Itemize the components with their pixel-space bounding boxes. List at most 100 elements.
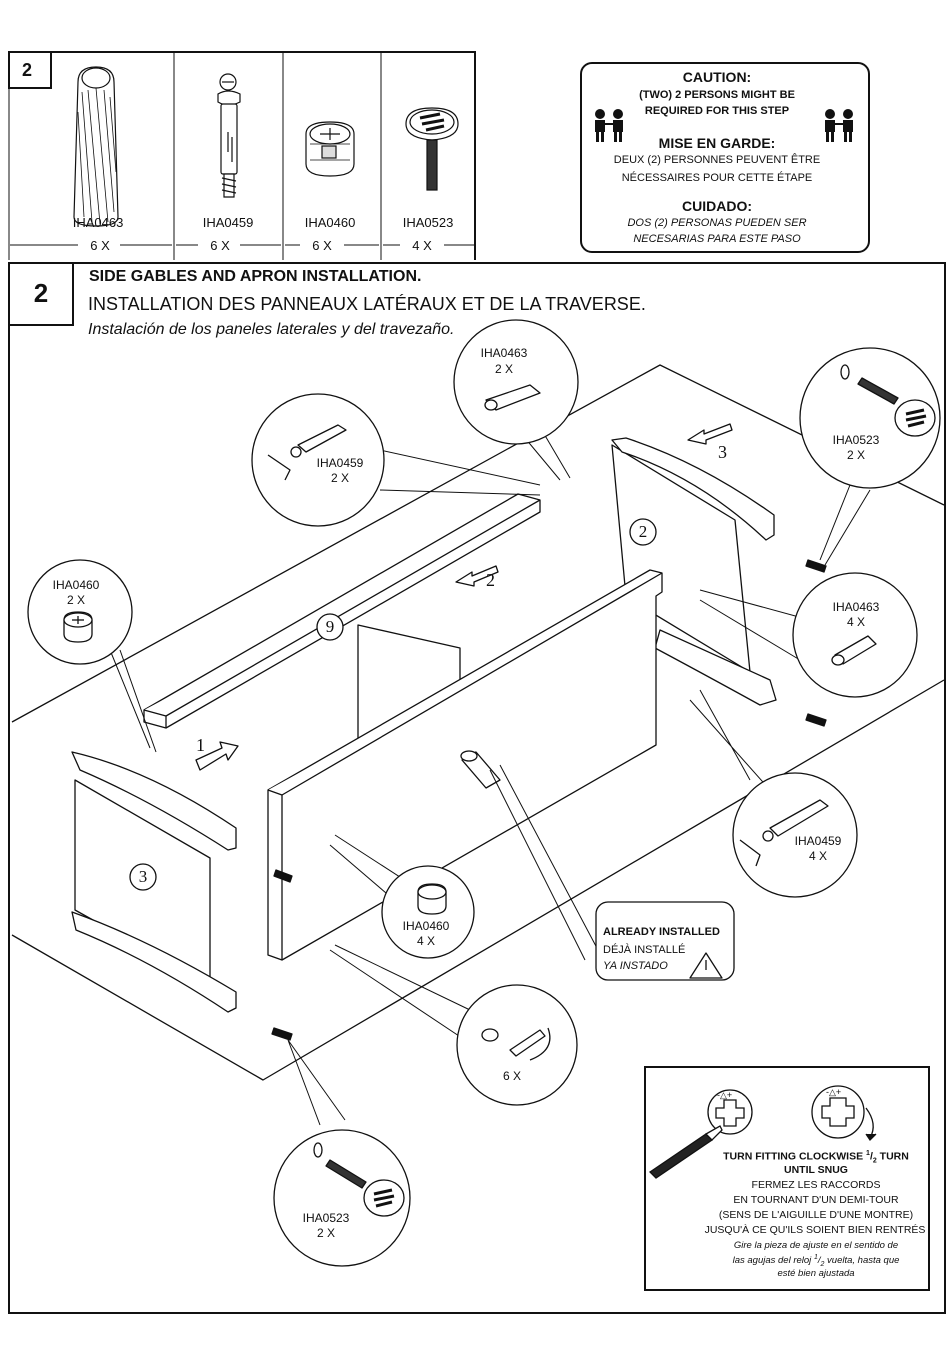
callout-dowel-top-qty: 2 X [494,362,513,376]
callout-dowel-top [453,319,579,445]
arrow-3-icon [687,423,733,445]
right-gable [611,437,777,706]
caution-line1-en: (TWO) 2 PERSONS MIGHT BE [639,89,795,101]
step-number: 2 [33,278,49,308]
callout-screw-top-qty: 2 X [846,448,865,462]
arrow-label-3: 3 [718,442,727,462]
turn-en-line1-a: TURN FITTING CLOCKWISE [723,1150,867,1163]
step-title-es: Instalación de los paneles laterales y d… [88,321,455,338]
screwdriver-detail [481,1027,551,1061]
turn-fitting-box: -△+ -△+ TURN FITTING CLOCKWISE 1/2 TURN … [644,1066,930,1291]
already-installed-es: YA INSTADO [603,960,668,972]
cam-bolt-icon [217,73,241,198]
caution-line1-fr: DEUX (2) PERSONNES PEUVENT ÊTRE [613,154,821,166]
turn-es-line2-b: vuelta, hasta que [824,1255,900,1267]
cam-bolt-detail-right [739,799,829,867]
callout-cam-lock-left-qty: 2 X [66,593,85,607]
panel-label-9: 9 [325,617,335,636]
callout-screwdriver-qty: 6 X [502,1069,521,1083]
cam-lock-detail-left [63,611,93,643]
parts-step-number: 2 [22,60,33,80]
caution-title-es: CUIDADO: [682,198,752,214]
turn-en-line1: TURN FITTING CLOCKWISE 1/2 TURN [723,1150,909,1165]
panel-label-3: 3 [138,867,148,886]
screw-detail-top [840,364,936,437]
callout-cam-lock-left-code: IHA0460 [52,578,100,592]
panel-label-2: 2 [638,522,648,541]
step-frame [8,262,946,1314]
turn-es-line2: las agujas del reloj 1/2 vuelta, hasta q… [732,1254,900,1269]
dowel-detail-top [484,384,541,411]
part-code-2: IHA0459 [202,215,254,230]
caution-line2-es: NECESARIAS PARA ESTE PASO [633,233,801,245]
part-qty-1: 6 X [90,238,110,253]
caution-title-fr: MISE EN GARDE: [658,135,776,151]
dowel-detail-right [831,635,877,666]
screw-icon [405,107,459,191]
callout-cam-bolt-right-code: IHA0459 [794,834,842,848]
callout-screw-top-code: IHA0523 [832,433,880,447]
already-installed-frame [595,901,735,981]
floor-line-front [11,679,945,1081]
turn-fr-line2: EN TOURNANT D'UN DEMI-TOUR [733,1194,899,1206]
callout-dowel-top-code: IHA0463 [480,346,528,360]
step-number-box [8,262,74,326]
caution-line1-es: DOS (2) PERSONAS PUEDEN SER [627,217,807,229]
turn-fraction-den-en: 2 [872,1157,877,1165]
turn-es-line1: Gire la pieza de ajuste en el sentido de [733,1240,899,1251]
callout-screw-top [799,347,941,489]
turn-symbol-left: -△+ [717,1090,733,1100]
callout-dowel-right [792,572,918,698]
callout-cam-lock-mid-code: IHA0460 [402,919,450,933]
screw-detail-bottom [313,1142,405,1217]
turn-en-line1-b: TURN [876,1150,909,1163]
arrow-2-icon [455,565,499,587]
two-persons-icon [595,109,853,142]
parts-table-frame [8,51,476,260]
callout-cam-lock-mid-qty: 4 X [416,934,435,948]
already-installed-en: ALREADY INSTALLED [603,926,720,938]
arrow-label-1: 1 [196,735,205,755]
arrow-label-2: 2 [486,570,495,590]
callout-cam-bolt-right-qty: 4 X [808,849,827,863]
step-title-en: SIDE GABLES AND APRON INSTALLATION. [89,268,422,285]
turn-fraction-num-es: 1 [813,1254,818,1261]
step-title-fr: INSTALLATION DES PANNEAUX LATÉRAUX ET DE… [88,294,646,314]
front-panel [267,569,663,961]
turn-fr-line1: FERMEZ LES RACCORDS [751,1179,881,1191]
callout-cam-bolt-top [251,393,385,527]
part-code-3: IHA0460 [304,215,356,230]
callout-screw-bottom-qty: 2 X [316,1226,335,1240]
part-code-4: IHA0523 [402,215,454,230]
callout-screw-bottom [273,1129,411,1267]
part-code-1: IHA0463 [72,215,124,230]
already-installed-fr: DÉJÀ INSTALLÉ [603,944,686,956]
parts-table: 2 [8,51,476,260]
caution-line2-en: REQUIRED FOR THIS STEP [644,105,790,117]
turn-es-line2-a: las agujas del reloj [732,1255,814,1267]
turn-fraction-den-es: 2 [820,1261,825,1269]
callout-cam-bolt-top-code: IHA0459 [316,456,364,470]
turn-es-line3: esté bien ajustada [777,1268,855,1279]
screwdriver-icon [648,1133,714,1179]
turn-fr-line4: JUSQU'À CE QU'ILS SOIENT BIEN RENTRÉS [704,1224,926,1236]
dowel-part [460,750,501,789]
cam-lock-icon [305,121,355,177]
cam-lock-detail-mid [417,883,447,915]
part-qty-3: 6 X [312,238,332,253]
turn-en-line2: UNTIL SNUG [784,1164,848,1176]
arrow-1-icon [195,741,239,771]
callout-dowel-right-code: IHA0463 [832,600,880,614]
callout-cam-bolt-top-qty: 2 X [330,471,349,485]
caution-line2-fr: NÉCESSAIRES POUR CETTE ÉTAPE [621,172,813,184]
callout-dowel-right-qty: 4 X [846,615,865,629]
turn-symbol-right: -△+ [826,1087,842,1097]
dowel-icon [73,66,119,227]
callout-screw-bottom-code: IHA0523 [302,1211,350,1225]
part-qty-2: 6 X [210,238,230,253]
cam-bolt-detail-top [267,424,347,481]
caution-box: CAUTION: (TWO) 2 PERSONS MIGHT BE REQUIR… [580,62,870,253]
turn-fraction-num-en: 1 [866,1150,870,1157]
turn-fitting-illustration [648,1085,877,1179]
